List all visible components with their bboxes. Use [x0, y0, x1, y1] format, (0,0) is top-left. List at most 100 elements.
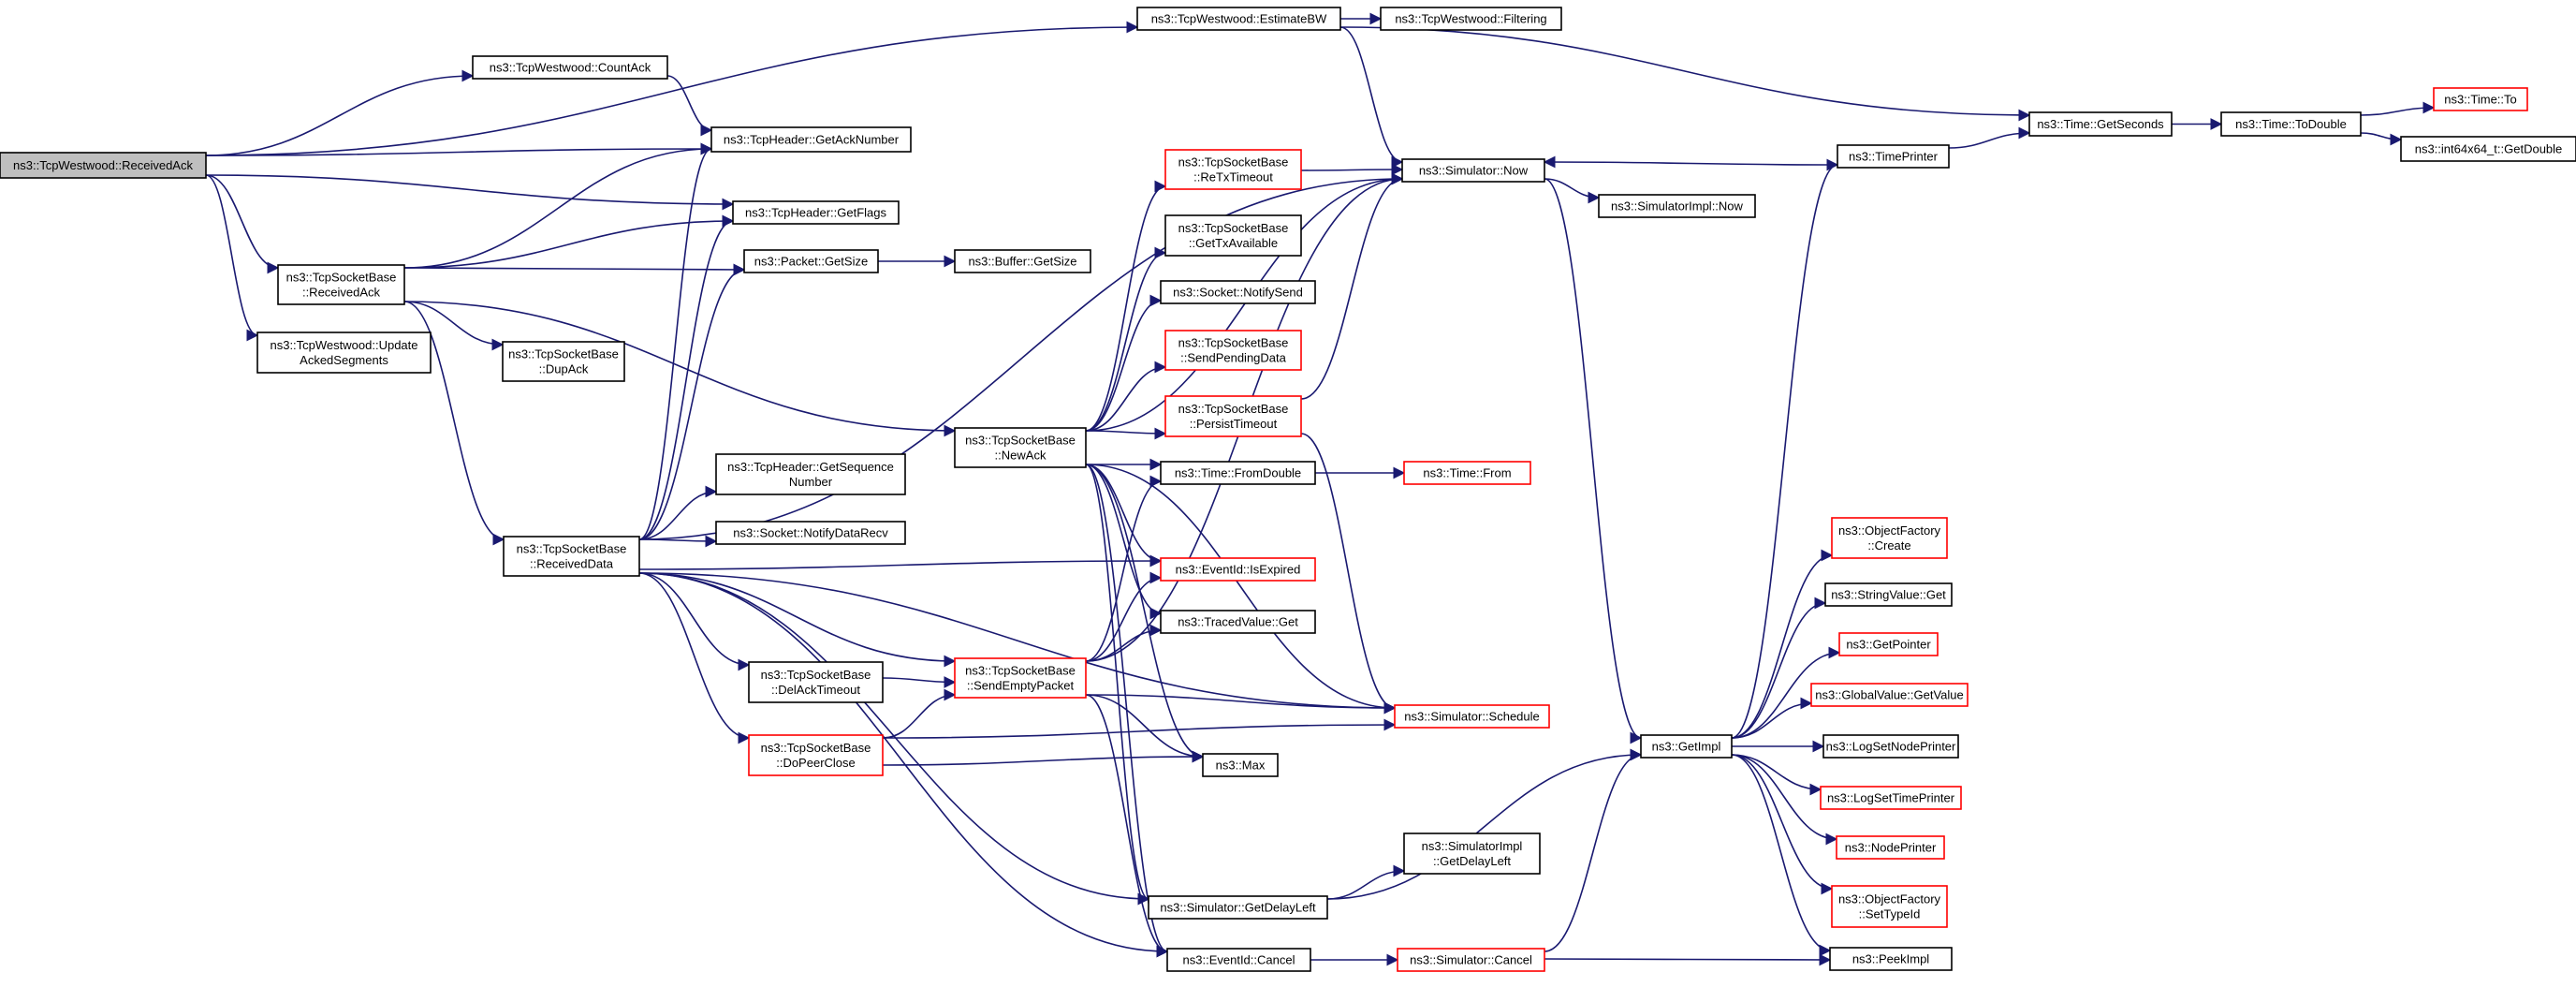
node-toDouble[interactable]: ns3::Time::ToDouble — [2220, 111, 2362, 137]
node-doPeerClose[interactable]: ns3::TcpSocketBase::DoPeerClose — [748, 734, 884, 776]
node-box — [1820, 786, 1962, 810]
node-isExpired[interactable]: ns3::EventId::IsExpired — [1160, 557, 1316, 582]
call-edge — [1085, 180, 1167, 432]
call-edge — [403, 301, 505, 546]
node-label: ::Create — [1867, 538, 1910, 553]
node-box — [748, 661, 884, 703]
node-notifySend[interactable]: ns3::Socket::NotifySend — [1160, 280, 1316, 304]
node-label: ns3::TcpHeader::GetSequence — [727, 460, 894, 474]
node-label: ns3::TcpWestwood::CountAck — [490, 61, 651, 75]
call-edge — [1339, 26, 1404, 169]
call-edge — [638, 142, 713, 540]
node-simCancel[interactable]: ns3::Simulator::Cancel — [1397, 948, 1545, 972]
node-label: ns3::Time::To — [2444, 93, 2517, 107]
node-filtering[interactable]: ns3::TcpWestwood::Filtering — [1380, 7, 1562, 31]
node-label: ::GetTxAvailable — [1189, 236, 1278, 250]
node-nodePrinter[interactable]: ns3::NodePrinter — [1836, 835, 1945, 860]
call-edge — [1544, 178, 1643, 744]
node-peekImpl[interactable]: ns3::PeekImpl — [1829, 947, 1953, 971]
node-box — [256, 332, 432, 374]
node-simImplNow[interactable]: ns3::SimulatorImpl::Now — [1598, 194, 1756, 218]
node-label: ns3::GetPointer — [1846, 638, 1931, 652]
node-getAckNumber[interactable]: ns3::TcpHeader::GetAckNumber — [710, 126, 912, 153]
node-box — [1160, 280, 1316, 304]
call-edge — [666, 75, 713, 137]
call-edge — [2360, 132, 2403, 146]
node-label: ns3::TcpSocketBase — [1178, 221, 1289, 235]
node-countAck[interactable]: ns3::TcpWestwood::CountAck — [472, 55, 668, 80]
node-box — [1810, 683, 1969, 707]
node-box — [954, 249, 1091, 273]
node-label: ::SendEmptyPacket — [967, 679, 1075, 693]
node-logTimePrinter[interactable]: ns3::LogSetTimePrinter — [1820, 786, 1962, 810]
call-edge — [638, 572, 1397, 715]
node-box — [715, 521, 906, 545]
node-getFlags[interactable]: ns3::TcpHeader::GetFlags — [732, 200, 900, 225]
node-label: ns3::LogSetTimePrinter — [1827, 791, 1955, 805]
call-edge — [638, 572, 1169, 958]
node-delAckTimeout[interactable]: ns3::TcpSocketBase::DelAckTimeout — [748, 661, 884, 703]
node-bufferGetSize[interactable]: ns3::Buffer::GetSize — [954, 249, 1091, 273]
node-getTxAvailable[interactable]: ns3::TcpSocketBase::GetTxAvailable — [1164, 214, 1302, 257]
call-edge — [638, 263, 746, 540]
node-label: ns3::TcpWestwood::ReceivedAck — [13, 158, 193, 172]
node-objFactoryCreate[interactable]: ns3::ObjectFactory::Create — [1831, 517, 1948, 559]
node-getImpl[interactable]: ns3::GetImpl — [1640, 734, 1733, 759]
call-edge — [1731, 597, 1827, 739]
node-box — [954, 427, 1087, 468]
call-edge — [1300, 163, 1404, 176]
node-getSeconds[interactable]: ns3::Time::GetSeconds — [2028, 111, 2173, 137]
node-simGetDelayLeft[interactable]: ns3::Simulator::GetDelayLeft — [1148, 895, 1328, 920]
node-schedule[interactable]: ns3::Simulator::Schedule — [1394, 704, 1550, 729]
node-box — [748, 734, 884, 776]
node-box — [1831, 885, 1948, 928]
node-simNow[interactable]: ns3::Simulator::Now — [1401, 158, 1545, 183]
node-timePrinter[interactable]: ns3::TimePrinter — [1837, 144, 1950, 169]
node-box — [1164, 395, 1302, 437]
node-getPointer[interactable]: ns3::GetPointer — [1838, 632, 1939, 656]
node-label: ns3::TcpWestwood::Update — [270, 338, 417, 352]
node-root[interactable]: ns3::TcpWestwood::ReceivedAck — [0, 152, 207, 179]
node-box — [1831, 517, 1948, 559]
node-sendEmptyPacket[interactable]: ns3::TcpSocketBase::SendEmptyPacket — [954, 657, 1087, 699]
node-timeTo[interactable]: ns3::Time::To — [2433, 87, 2528, 111]
node-simImplDelayLeft[interactable]: ns3::SimulatorImpl::GetDelayLeft — [1403, 833, 1541, 875]
node-logNodePrinter[interactable]: ns3::LogSetNodePrinter — [1822, 734, 1959, 759]
node-newAck[interactable]: ns3::TcpSocketBase::NewAck — [954, 427, 1087, 468]
node-reTxTimeout[interactable]: ns3::TcpSocketBase::ReTxTimeout — [1164, 149, 1302, 190]
call-edge — [1085, 464, 1205, 763]
node-tracedGet[interactable]: ns3::TracedValue::Get — [1160, 610, 1316, 634]
node-box — [1160, 461, 1316, 485]
node-int64GetDouble[interactable]: ns3::int64x64_t::GetDouble — [2400, 136, 2576, 162]
node-receivedData[interactable]: ns3::TcpSocketBase::ReceivedData — [503, 536, 640, 577]
node-box — [1148, 895, 1328, 920]
node-box — [1380, 7, 1562, 31]
node-box — [472, 55, 668, 80]
node-max[interactable]: ns3::Max — [1202, 753, 1279, 777]
node-timeFrom[interactable]: ns3::Time::From — [1403, 461, 1531, 485]
call-edge — [882, 750, 1205, 766]
node-box — [2433, 87, 2528, 111]
call-edge — [1544, 953, 1832, 966]
node-tsbReceivedAck[interactable]: ns3::TcpSocketBase::ReceivedAck — [277, 264, 405, 305]
node-persistTimeout[interactable]: ns3::TcpSocketBase::PersistTimeout — [1164, 395, 1302, 437]
node-objFactorySetType[interactable]: ns3::ObjectFactory::SetTypeId — [1831, 885, 1948, 928]
node-fromDouble[interactable]: ns3::Time::FromDouble — [1160, 461, 1316, 485]
node-stringValueGet[interactable]: ns3::StringValue::Get — [1824, 582, 1953, 607]
node-eventCancel[interactable]: ns3::EventId::Cancel — [1166, 948, 1311, 972]
node-box — [1394, 704, 1550, 729]
node-getSize[interactable]: ns3::Packet::GetSize — [743, 249, 879, 273]
node-globalGetValue[interactable]: ns3::GlobalValue::GetValue — [1810, 683, 1969, 707]
node-label: ns3::SimulatorImpl — [1422, 839, 1523, 853]
node-dupAck[interactable]: ns3::TcpSocketBase::DupAck — [502, 341, 625, 382]
node-label: ns3::TcpWestwood::EstimateBW — [1151, 12, 1327, 26]
node-label: ns3::TcpHeader::GetAckNumber — [724, 133, 900, 147]
node-sendPendingData[interactable]: ns3::TcpSocketBase::SendPendingData — [1164, 330, 1302, 371]
node-estimateBW[interactable]: ns3::TcpWestwood::EstimateBW — [1136, 7, 1341, 31]
node-notifyDataRecv[interactable]: ns3::Socket::NotifyDataRecv — [715, 521, 906, 545]
call-edge — [1085, 427, 1167, 440]
node-box — [743, 249, 879, 273]
